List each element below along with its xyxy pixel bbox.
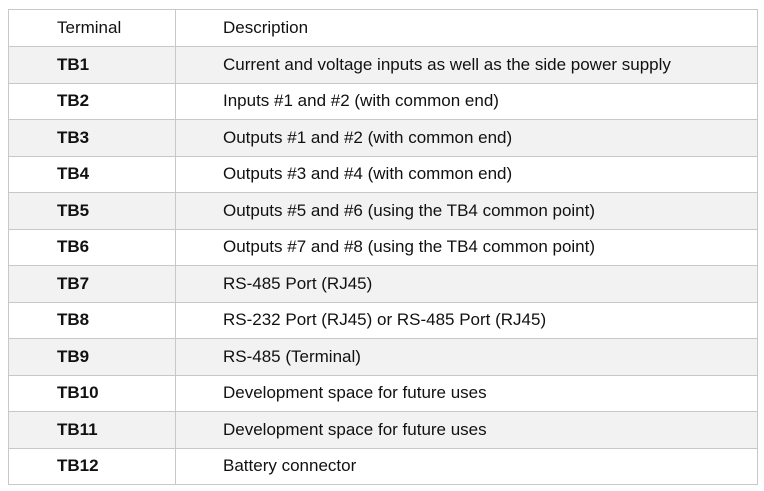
terminal-cell: TB5 bbox=[8, 192, 176, 230]
terminal-cell: TB6 bbox=[8, 228, 176, 266]
terminal-cell: TB7 bbox=[8, 265, 176, 303]
description-cell: RS-485 Port (RJ45) bbox=[175, 265, 758, 303]
terminal-cell: TB2 bbox=[8, 82, 176, 120]
terminal-cell: TB4 bbox=[8, 155, 176, 193]
description-cell: Development space for future uses bbox=[175, 374, 758, 412]
terminal-cell: TB9 bbox=[8, 338, 176, 376]
description-cell: RS-232 Port (RJ45) or RS-485 Port (RJ45) bbox=[175, 301, 758, 339]
description-cell: Inputs #1 and #2 (with common end) bbox=[175, 82, 758, 120]
description-cell: Outputs #5 and #6 (using the TB4 common … bbox=[175, 192, 758, 230]
header-description: Description bbox=[175, 9, 758, 47]
description-cell: Development space for future uses bbox=[175, 411, 758, 449]
terminal-cell: TB8 bbox=[8, 301, 176, 339]
header-terminal: Terminal bbox=[8, 9, 176, 47]
description-cell: Current and voltage inputs as well as th… bbox=[175, 46, 758, 84]
description-cell: RS-485 (Terminal) bbox=[175, 338, 758, 376]
header-row: Terminal Description bbox=[8, 9, 758, 47]
description-cell: Outputs #3 and #4 (with common end) bbox=[175, 155, 758, 193]
terminal-cell: TB11 bbox=[8, 411, 176, 449]
description-cell: Battery connector bbox=[175, 447, 758, 485]
terminal-cell: TB3 bbox=[8, 119, 176, 157]
terminal-cell: TB1 bbox=[8, 46, 176, 84]
description-cell: Outputs #7 and #8 (using the TB4 common … bbox=[175, 228, 758, 266]
terminal-cell: TB10 bbox=[8, 374, 176, 412]
description-cell: Outputs #1 and #2 (with common end) bbox=[175, 119, 758, 157]
terminal-cell: TB12 bbox=[8, 447, 176, 485]
